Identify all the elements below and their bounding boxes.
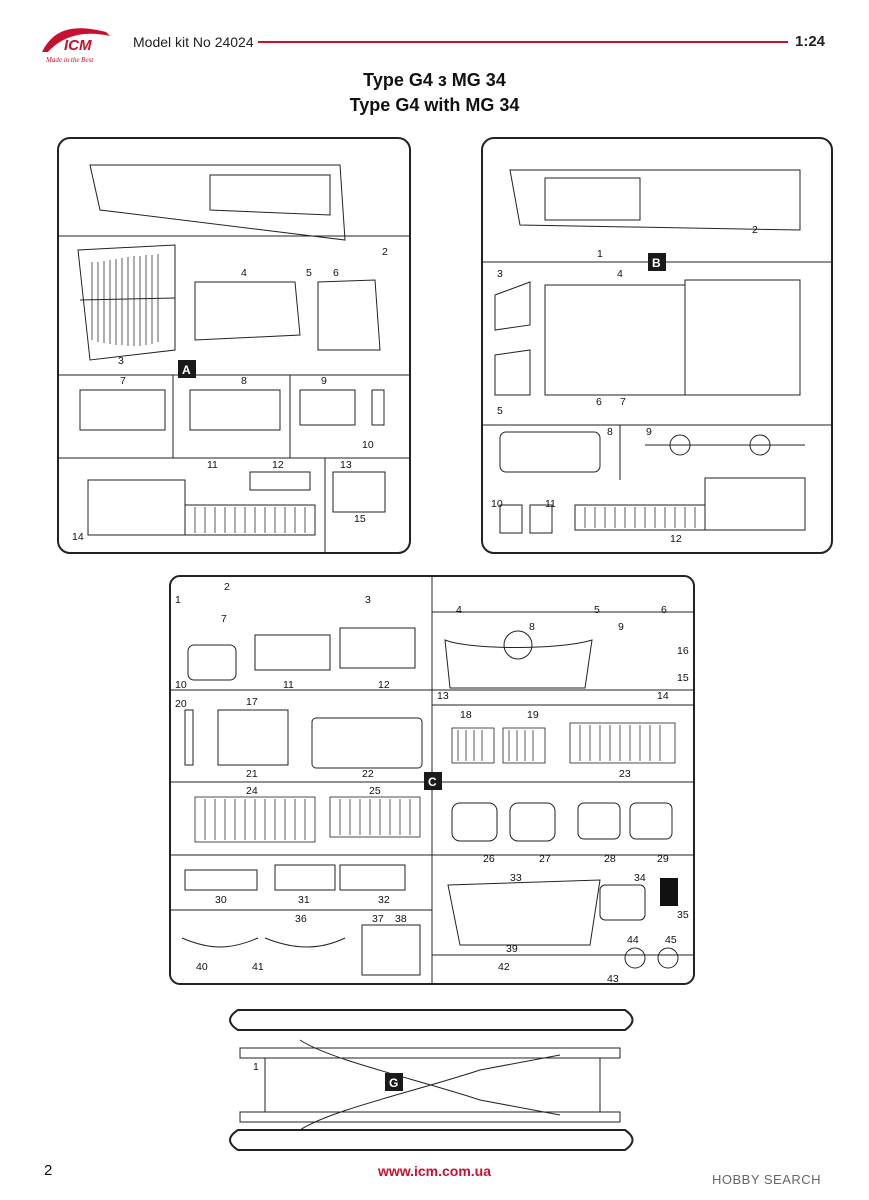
- svg-text:10: 10: [362, 439, 374, 451]
- svg-text:29: 29: [657, 853, 669, 865]
- svg-text:3: 3: [497, 268, 503, 280]
- svg-text:37: 37: [372, 913, 384, 925]
- svg-text:Made in the Best: Made in the Best: [45, 56, 94, 64]
- svg-text:31: 31: [298, 894, 310, 906]
- header-rule: [258, 41, 788, 43]
- sprue-c-badge: C: [428, 775, 437, 789]
- svg-text:36: 36: [295, 913, 307, 925]
- scale-label: 1:24: [795, 33, 826, 50]
- svg-text:15: 15: [354, 513, 366, 525]
- svg-text:9: 9: [646, 426, 652, 438]
- svg-text:2: 2: [752, 224, 758, 236]
- sprue-a-badge: A: [182, 363, 191, 377]
- svg-text:13: 13: [437, 690, 449, 702]
- svg-text:4: 4: [456, 604, 462, 616]
- svg-text:28: 28: [604, 853, 616, 865]
- svg-text:8: 8: [607, 426, 613, 438]
- page-title-english: Type G4 with MG 34: [349, 95, 520, 115]
- svg-text:9: 9: [321, 375, 327, 387]
- svg-text:6: 6: [333, 267, 339, 279]
- svg-text:1: 1: [253, 1061, 259, 1073]
- svg-text:33: 33: [510, 872, 522, 884]
- svg-text:1: 1: [597, 248, 603, 260]
- svg-text:10: 10: [491, 498, 503, 510]
- svg-text:42: 42: [498, 961, 510, 973]
- svg-text:41: 41: [252, 961, 264, 973]
- svg-text:3: 3: [365, 594, 371, 606]
- svg-text:18: 18: [460, 709, 472, 721]
- svg-text:40: 40: [196, 961, 208, 973]
- svg-text:35: 35: [677, 909, 689, 921]
- svg-text:12: 12: [378, 679, 390, 691]
- svg-text:2: 2: [224, 581, 230, 593]
- svg-text:15: 15: [677, 672, 689, 684]
- model-kit-label: Model kit No 24024: [133, 34, 254, 50]
- svg-text:11: 11: [207, 459, 218, 471]
- svg-text:5: 5: [497, 405, 503, 417]
- svg-text:9: 9: [618, 621, 624, 633]
- svg-text:27: 27: [539, 853, 551, 865]
- page-number: 2: [44, 1162, 53, 1179]
- svg-text:1: 1: [175, 594, 181, 606]
- svg-text:30: 30: [215, 894, 227, 906]
- svg-text:25: 25: [369, 785, 381, 797]
- sprue-b-badge: B: [652, 256, 661, 270]
- svg-text:20: 20: [175, 698, 187, 710]
- svg-text:32: 32: [378, 894, 390, 906]
- svg-text:39: 39: [506, 943, 518, 955]
- svg-text:14: 14: [72, 531, 84, 543]
- svg-text:45: 45: [665, 934, 677, 946]
- svg-text:7: 7: [120, 375, 126, 387]
- svg-text:24: 24: [246, 785, 258, 797]
- svg-text:10: 10: [175, 679, 187, 691]
- svg-text:2: 2: [382, 246, 388, 258]
- icm-logo: ICM Made in the Best: [42, 28, 110, 64]
- svg-text:5: 5: [306, 267, 312, 279]
- svg-text:38: 38: [395, 913, 407, 925]
- svg-text:11: 11: [283, 679, 294, 691]
- svg-text:22: 22: [362, 768, 374, 780]
- svg-text:13: 13: [340, 459, 352, 471]
- sprue-c: 1 2 3 4 5 6 7 8 9 10 11 12 13 14 15 16 1…: [169, 575, 695, 985]
- sprue-g-badge: G: [389, 1076, 398, 1090]
- svg-text:12: 12: [272, 459, 284, 471]
- page-title-ukrainian: Type G4 з MG 34: [363, 70, 506, 90]
- svg-text:3: 3: [118, 355, 124, 367]
- svg-text:7: 7: [221, 613, 227, 625]
- svg-text:43: 43: [607, 973, 619, 985]
- svg-text:17: 17: [246, 696, 258, 708]
- svg-text:14: 14: [657, 690, 669, 702]
- svg-text:21: 21: [246, 768, 258, 780]
- sprue-g: 1 G: [229, 1009, 634, 1151]
- sprue-a: 2 3 4 5 6 7 8 9 10 11 12 13 14 15 A: [57, 137, 411, 554]
- svg-text:7: 7: [620, 396, 626, 408]
- watermark: HOBBY SEARCH: [712, 1172, 822, 1187]
- svg-text:23: 23: [619, 768, 631, 780]
- svg-text:34: 34: [634, 872, 646, 884]
- svg-text:5: 5: [594, 604, 600, 616]
- svg-text:6: 6: [596, 396, 602, 408]
- svg-text:44: 44: [627, 934, 639, 946]
- svg-text:6: 6: [661, 604, 667, 616]
- svg-text:26: 26: [483, 853, 495, 865]
- sprue-b: 1 2 3 4 5 6 7 8 9 10 11 12 B: [481, 137, 833, 554]
- svg-text:11: 11: [545, 498, 556, 510]
- svg-text:4: 4: [617, 268, 623, 280]
- svg-text:4: 4: [241, 267, 247, 279]
- svg-text:ICM: ICM: [64, 37, 92, 54]
- website-link[interactable]: www.icm.com.ua: [377, 1163, 492, 1179]
- svg-text:16: 16: [677, 645, 689, 657]
- svg-text:8: 8: [529, 621, 535, 633]
- svg-text:19: 19: [527, 709, 539, 721]
- svg-text:8: 8: [241, 375, 247, 387]
- svg-text:12: 12: [670, 533, 682, 545]
